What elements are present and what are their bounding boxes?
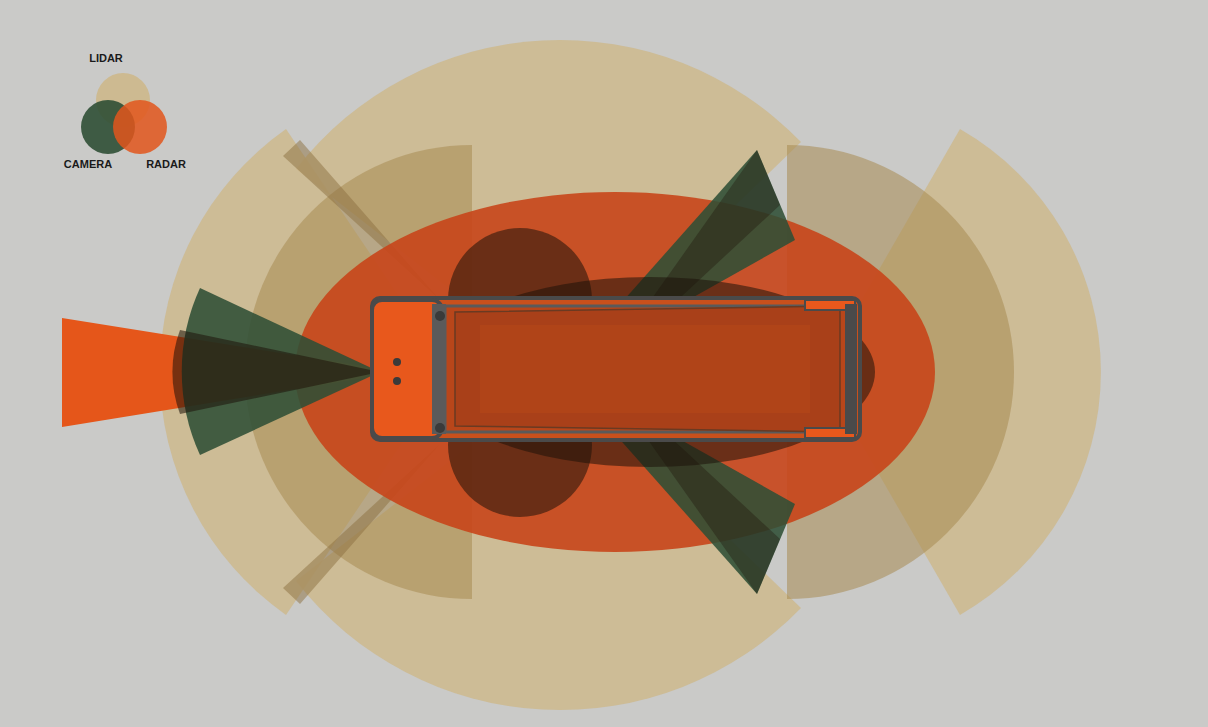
corner-sensor xyxy=(435,423,445,433)
overlap-cone xyxy=(172,330,380,414)
lidar-coverage xyxy=(160,40,1101,710)
vehicle-cab xyxy=(372,300,442,438)
legend-label: LIDAR xyxy=(89,53,123,64)
radar-coverage xyxy=(295,192,935,552)
sensor-dot xyxy=(393,377,401,385)
sensor-dot xyxy=(393,358,401,366)
legend-swatch xyxy=(113,100,167,154)
tailgate xyxy=(845,304,857,434)
cargo-bed xyxy=(445,306,850,432)
cargo-panel xyxy=(480,325,810,413)
overlap-zones xyxy=(172,150,875,594)
corner-sensor xyxy=(435,311,445,321)
cab-frame xyxy=(432,304,446,434)
legend-label: CAMERA xyxy=(64,159,112,170)
legend-label: RADAR xyxy=(146,159,186,170)
vehicle-body xyxy=(372,298,860,440)
cargo-floor xyxy=(455,306,840,432)
vehicle xyxy=(372,298,860,440)
